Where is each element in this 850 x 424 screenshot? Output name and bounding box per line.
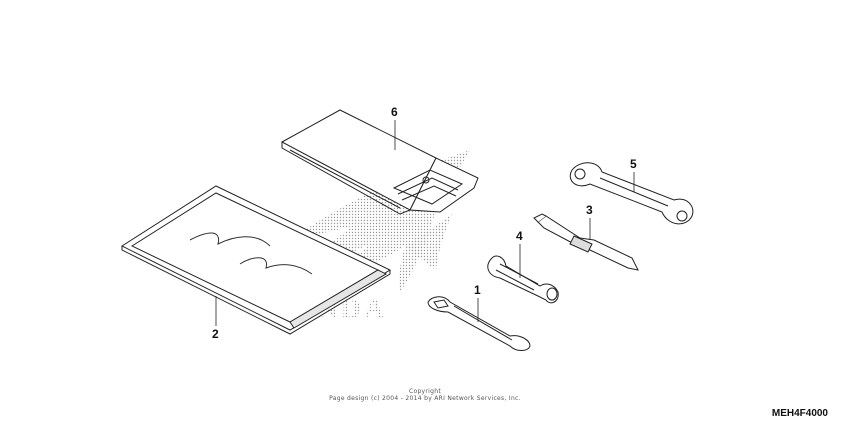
copyright-line-1: Copyright [408,388,442,395]
callout-6[interactable]: 6 [391,105,398,119]
box-end-wrench-icon [569,162,694,225]
callout-5[interactable]: 5 [630,157,637,171]
screwdriver-bit-icon [533,213,639,271]
callout-4[interactable]: 4 [516,229,523,243]
screwdriver-handle-icon [487,255,559,304]
copyright-line-2: Page design (c) 2004 - 2014 by ARI Netwo… [329,395,521,402]
manual-pouch-icon [120,185,392,335]
leader-lines [215,120,635,326]
callout-1[interactable]: 1 [474,283,481,297]
tool-bag-icon [280,109,479,215]
diagram-code: MEH4F4000 [771,408,828,419]
callout-2[interactable]: 2 [212,327,219,341]
open-end-wrench-icon [427,296,531,351]
copyright-notice: Copyright Page design (c) 2004 - 2014 by… [0,388,850,402]
callout-3[interactable]: 3 [586,203,593,217]
